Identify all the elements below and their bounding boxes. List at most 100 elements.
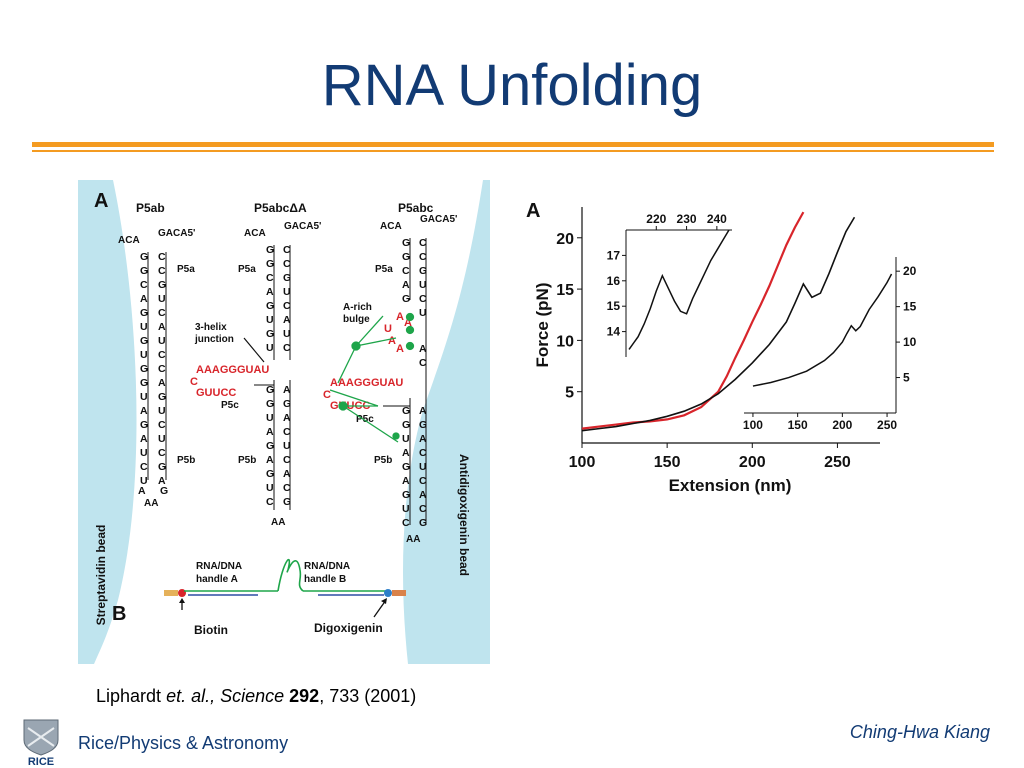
svg-text:U: U bbox=[140, 475, 148, 487]
svg-text:U: U bbox=[158, 293, 166, 305]
svg-text:A: A bbox=[158, 475, 166, 487]
inset-series-line-0 bbox=[752, 273, 893, 387]
svg-text:C: C bbox=[283, 258, 291, 270]
svg-text:G: G bbox=[158, 279, 166, 291]
svg-text:U: U bbox=[140, 447, 148, 459]
svg-text:C: C bbox=[402, 517, 410, 529]
svg-text:A: A bbox=[419, 405, 427, 417]
svg-text:G: G bbox=[140, 419, 148, 431]
a-rich-label-2: bulge bbox=[343, 314, 370, 325]
svg-text:U: U bbox=[266, 412, 274, 424]
inset-y-tick-label: 14 bbox=[607, 325, 621, 339]
svg-text:GACA5': GACA5' bbox=[158, 228, 195, 239]
chart-panel-label: A bbox=[526, 200, 540, 222]
main-series bbox=[581, 211, 856, 432]
a-rich-label-1: A-rich bbox=[343, 302, 372, 313]
inset-y-tick-label: 20 bbox=[903, 264, 917, 278]
svg-text:P5a: P5a bbox=[238, 264, 256, 275]
x-tick-label: 250 bbox=[824, 454, 851, 471]
footer-author: Ching-Hwa Kiang bbox=[849, 722, 990, 742]
inset-y-tick-label: 15 bbox=[903, 300, 917, 314]
svg-text:G: G bbox=[402, 293, 410, 305]
handles-panel: RNA/DNA handle A RNA/DNA handle B Biotin… bbox=[164, 558, 406, 637]
svg-text:G: G bbox=[140, 265, 148, 277]
biotin-label: Biotin bbox=[194, 623, 228, 637]
y-tick-label: 20 bbox=[556, 231, 574, 248]
svg-text:A: A bbox=[140, 405, 148, 417]
svg-text:U: U bbox=[402, 433, 410, 445]
x-tick-label: 150 bbox=[654, 454, 681, 471]
svg-text:P5b: P5b bbox=[374, 455, 392, 466]
series-line-1 bbox=[581, 216, 856, 432]
svg-text:G: G bbox=[402, 419, 410, 431]
svg-text:RNA/DNA: RNA/DNA bbox=[196, 561, 242, 572]
svg-text:G: G bbox=[140, 251, 148, 263]
svg-text:G: G bbox=[158, 461, 166, 473]
svg-text:A: A bbox=[140, 293, 148, 305]
svg-text:ACA: ACA bbox=[244, 228, 266, 239]
svg-text:A: A bbox=[402, 279, 410, 291]
construct-label-p5abc-delta-a: P5abcΔA bbox=[254, 201, 307, 215]
svg-text:U: U bbox=[266, 342, 274, 354]
bead-right-label: Antidigoxigenin bead bbox=[457, 454, 471, 576]
svg-text:C: C bbox=[283, 300, 291, 312]
y-tick-label: 15 bbox=[556, 282, 574, 299]
svg-text:AA: AA bbox=[271, 517, 285, 528]
svg-text:A: A bbox=[419, 343, 427, 355]
rice-logo-text: RICE bbox=[28, 756, 54, 766]
x-tick-label: 100 bbox=[569, 454, 596, 471]
svg-text:G: G bbox=[402, 405, 410, 417]
svg-text:G: G bbox=[266, 398, 274, 410]
svg-text:U: U bbox=[266, 314, 274, 326]
svg-text:G: G bbox=[402, 461, 410, 473]
series-line-0 bbox=[581, 211, 805, 430]
svg-text:C: C bbox=[190, 376, 198, 388]
svg-text:C: C bbox=[419, 293, 427, 305]
svg-text:C: C bbox=[402, 265, 410, 277]
citation-etal: et. al., bbox=[166, 686, 221, 706]
svg-text:C: C bbox=[283, 426, 291, 438]
bead-left-label: Streptavidin bead bbox=[94, 525, 108, 626]
svg-text:C: C bbox=[158, 363, 166, 375]
svg-text:G: G bbox=[283, 398, 291, 410]
svg-text:G: G bbox=[266, 384, 274, 396]
svg-text:P5c: P5c bbox=[221, 400, 239, 411]
svg-text:GUUCC: GUUCC bbox=[196, 387, 236, 399]
construct-label-p5abc: P5abc bbox=[398, 201, 434, 215]
svg-text:G: G bbox=[266, 258, 274, 270]
svg-text:ACA: ACA bbox=[118, 235, 140, 246]
citation-journal: Science bbox=[220, 686, 290, 706]
svg-text:A: A bbox=[396, 311, 404, 323]
inset-x-tick-label: 200 bbox=[832, 418, 852, 432]
svg-text:A: A bbox=[283, 314, 291, 326]
svg-text:G: G bbox=[140, 377, 148, 389]
svg-text:P5b: P5b bbox=[177, 455, 195, 466]
svg-text:A: A bbox=[158, 321, 166, 333]
inset-y-tick-label: 16 bbox=[607, 274, 621, 288]
svg-text:U: U bbox=[283, 328, 291, 340]
svg-text:G: G bbox=[140, 363, 148, 375]
svg-text:handle B: handle B bbox=[304, 574, 346, 585]
y-tick-label: 10 bbox=[556, 333, 574, 350]
inset-x-tick-label: 100 bbox=[743, 418, 763, 432]
slide-title: RNA Unfolding bbox=[321, 53, 703, 118]
inset-y-tick-label: 5 bbox=[903, 371, 910, 385]
svg-text:U: U bbox=[140, 321, 148, 333]
svg-text:C: C bbox=[140, 461, 148, 473]
svg-text:C: C bbox=[158, 251, 166, 263]
svg-text:U: U bbox=[158, 433, 166, 445]
svg-text:C: C bbox=[158, 349, 166, 361]
panel-b-label: B bbox=[112, 603, 126, 625]
svg-text:C: C bbox=[283, 482, 291, 494]
svg-text:P5a: P5a bbox=[375, 264, 393, 275]
svg-text:A: A bbox=[266, 286, 274, 298]
svg-text:A: A bbox=[419, 489, 427, 501]
citation-rest: , 733 (2001) bbox=[319, 686, 417, 706]
svg-text:C: C bbox=[419, 447, 427, 459]
svg-text:AAAGGGUAU: AAAGGGUAU bbox=[196, 364, 269, 376]
svg-text:U: U bbox=[419, 279, 427, 291]
svg-text:U: U bbox=[140, 349, 148, 361]
svg-text:U: U bbox=[140, 391, 148, 403]
svg-text:U: U bbox=[158, 405, 166, 417]
